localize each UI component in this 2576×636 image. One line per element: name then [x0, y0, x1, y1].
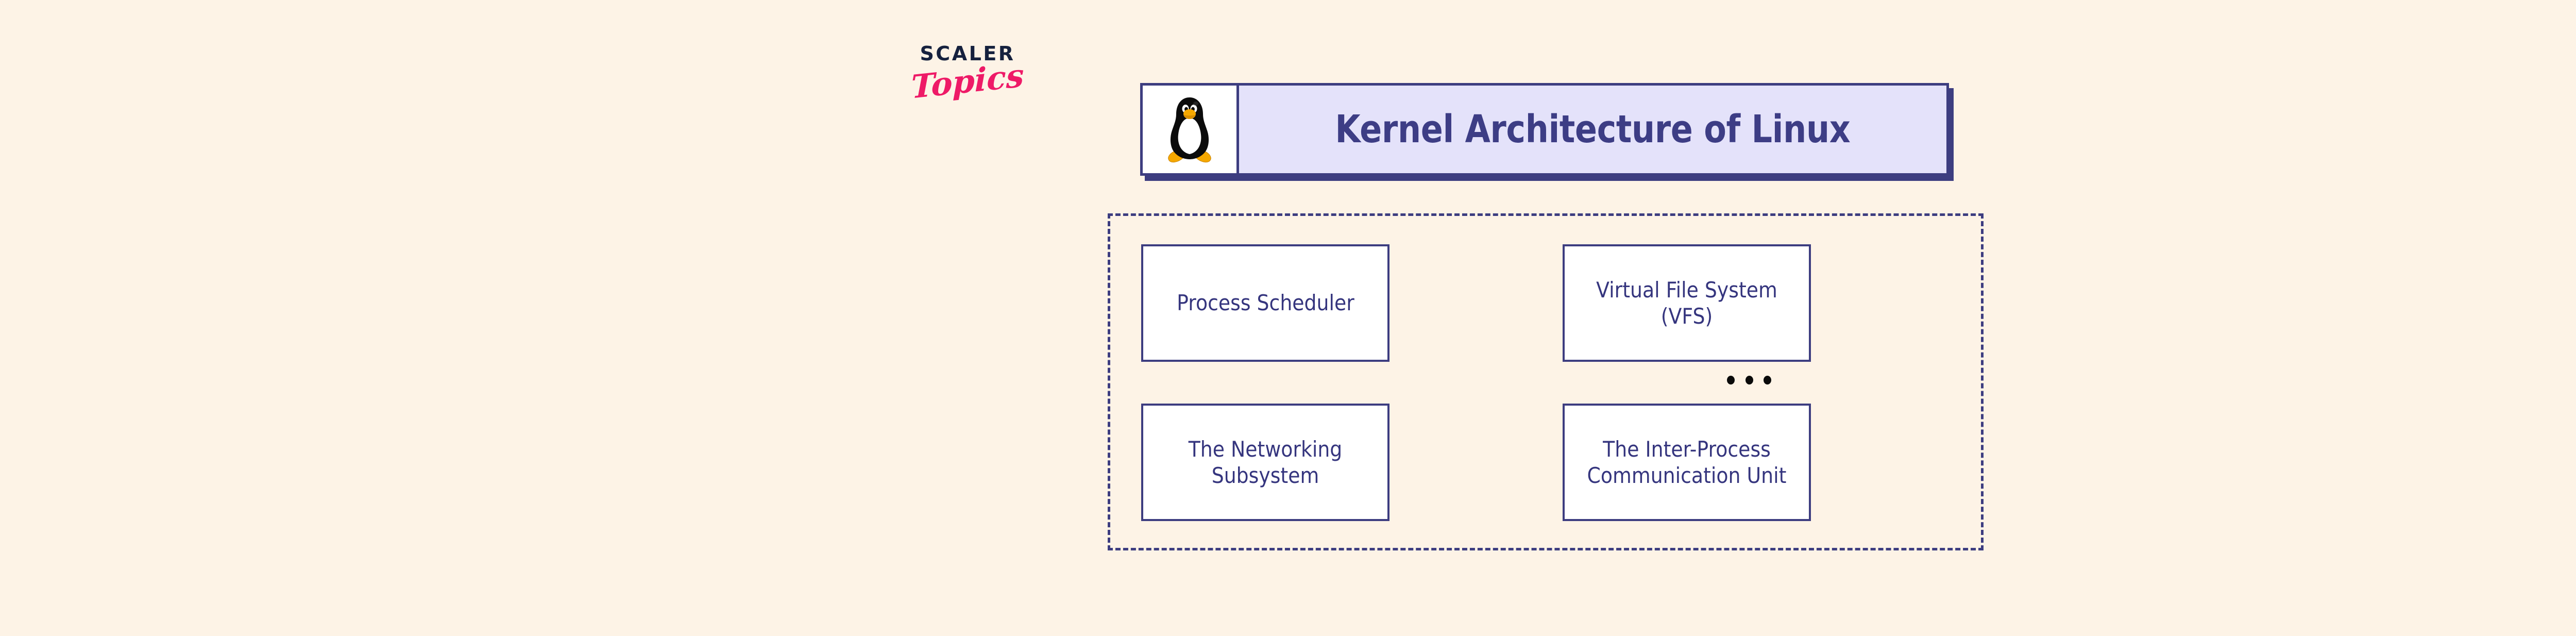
module-label-networking-subsystem: The Networking Subsystem: [1188, 436, 1343, 488]
scaler-topics-logo: SCALER Topics: [895, 44, 1040, 142]
logo-scaler-wordmark: SCALER: [920, 42, 1015, 65]
title-banner: Kernel Architecture of Linux: [1140, 83, 1949, 176]
logo-topics-wordmark: Topics: [911, 56, 1024, 106]
ellipsis-indicator: [1727, 372, 1771, 388]
ellipsis-dot-1: [1727, 375, 1735, 384]
kernel-modules-container: [1108, 213, 1984, 550]
module-label-virtual-file-system: Virtual File System (VFS): [1596, 277, 1777, 329]
module-box-process-scheduler[interactable]: Process Scheduler: [1141, 244, 1389, 362]
module-box-inter-process-communication[interactable]: The Inter-Process Communication Unit: [1563, 404, 1811, 521]
module-box-virtual-file-system[interactable]: Virtual File System (VFS): [1563, 244, 1811, 362]
linux-tux-penguin-icon: [1168, 97, 1211, 163]
page-title: Kernel Architecture of Linux: [1335, 107, 1851, 152]
ellipsis-dot-2: [1745, 375, 1753, 384]
ellipsis-dot-3: [1764, 375, 1771, 384]
module-box-networking-subsystem[interactable]: The Networking Subsystem: [1141, 404, 1389, 521]
module-label-inter-process-communication: The Inter-Process Communication Unit: [1587, 436, 1787, 488]
banner-title-area: Kernel Architecture of Linux: [1239, 86, 1946, 173]
tux-logo-panel: [1143, 86, 1239, 173]
module-label-process-scheduler: Process Scheduler: [1176, 290, 1354, 316]
